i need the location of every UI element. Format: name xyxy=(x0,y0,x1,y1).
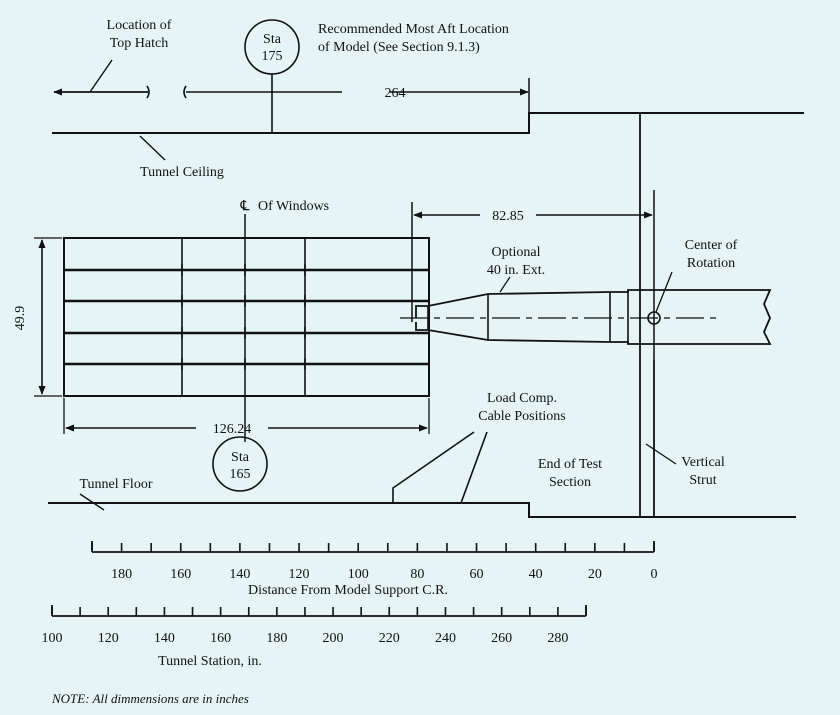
vertical-strut-label-2: Strut xyxy=(689,473,716,488)
optional-label-2: 40 in. Ext. xyxy=(487,263,545,278)
dim-126-label: 126.24 xyxy=(213,422,252,437)
scale-tick-label: 140 xyxy=(229,567,250,582)
end-test-label-2: Section xyxy=(549,475,591,490)
station-165-label-1: Sta xyxy=(231,450,250,465)
recommended-label-2: of Model (See Section 9.1.3) xyxy=(318,40,480,55)
sting-outline xyxy=(415,289,772,345)
scale-1-title: Distance From Model Support C.R. xyxy=(248,583,448,598)
tunnel-floor-label: Tunnel Floor xyxy=(79,477,152,492)
window-frame xyxy=(63,237,430,397)
tunnel-floor: Tunnel Floor Load Comp. Cable Positions … xyxy=(48,391,796,518)
scale-1-tick-labels: 180 160 140 120 100 80 60 40 20 0 xyxy=(111,567,657,582)
center-of-rotation-mark xyxy=(647,311,661,325)
scale-tick-label: 180 xyxy=(266,631,287,646)
scale-tick-label: 260 xyxy=(491,631,512,646)
dim-264-label: 264 xyxy=(385,86,406,101)
scale-tick-label: 240 xyxy=(435,631,456,646)
scale-2-tick-labels: 100 120 140 160 180 200 220 240 260 280 xyxy=(42,631,569,646)
scale-tick-label: 220 xyxy=(379,631,400,646)
scale-tick-label: 80 xyxy=(410,567,424,582)
optional-label-1: Optional xyxy=(492,245,541,260)
dim-49-9-label: 49.9 xyxy=(13,306,28,331)
cable-leader-1 xyxy=(392,431,475,503)
station-165: Sta 165 xyxy=(212,436,268,492)
top-hatch-label-2: Top Hatch xyxy=(110,36,169,51)
windows-centerline: ℄ Of Windows xyxy=(240,199,329,442)
dim-82-label: 82.85 xyxy=(492,209,524,224)
ceiling-line xyxy=(52,112,804,134)
scale-tick-label: 120 xyxy=(289,567,310,582)
scale-tunnel-station: 100 120 140 160 180 200 220 240 260 280 Tunnel St… xyxy=(42,605,587,669)
scale-tick-label: 100 xyxy=(348,567,369,582)
floor-line xyxy=(48,502,796,518)
scale-tick-label: 120 xyxy=(98,631,119,646)
vertical-strut-label-1: Vertical xyxy=(681,455,725,470)
cable-leader-2 xyxy=(460,431,488,504)
center-rotation-label-2: Rotation xyxy=(687,256,735,271)
scale-2-title: Tunnel Station, in. xyxy=(158,654,262,669)
scale-tick-label: 160 xyxy=(170,567,191,582)
station-165-circle xyxy=(212,436,268,492)
top-hatch-label-1: Location of xyxy=(107,18,172,33)
top-dimension-group: Location of Top Hatch 264 Sta 175 Recomm… xyxy=(53,18,530,133)
scale-tick-label: 280 xyxy=(547,631,568,646)
dim-82-85: 82.85 xyxy=(411,190,655,360)
ceiling-leader xyxy=(139,135,166,161)
model-support-sting: Optional 40 in. Ext. Center of Rotation xyxy=(400,238,772,345)
break-mark-right xyxy=(183,85,187,99)
station-175-circle xyxy=(244,19,300,75)
vertical-strut: Vertical Strut xyxy=(639,113,725,518)
test-section-windows xyxy=(63,237,430,397)
scale-tick-label: 180 xyxy=(111,567,132,582)
load-comp-label-2: Cable Positions xyxy=(478,409,566,424)
load-comp-label-1: Load Comp. xyxy=(487,391,557,406)
dim-49-9: 49.9 xyxy=(13,237,62,397)
scale-tick-label: 160 xyxy=(210,631,231,646)
centerline-symbol: ℄ xyxy=(240,199,250,214)
scale-tick-label: 40 xyxy=(529,567,543,582)
center-leader xyxy=(655,271,673,313)
break-mark-left xyxy=(146,85,150,99)
note-text: NOTE: All dimmensions are in inches xyxy=(51,691,249,706)
tunnel-ceiling-label: Tunnel Ceiling xyxy=(140,165,224,180)
dim-126-24: 126.24 xyxy=(63,398,430,437)
scale-tick-label: 0 xyxy=(651,567,658,582)
recommended-label-1: Recommended Most Aft Location xyxy=(318,22,509,37)
scale-tick-label: 20 xyxy=(588,567,602,582)
center-rotation-label-1: Center of xyxy=(685,238,738,253)
of-windows-label: Of Windows xyxy=(258,199,329,214)
hatch-leader xyxy=(89,59,113,93)
optional-leader xyxy=(499,276,511,293)
tunnel-ceiling: Tunnel Ceiling xyxy=(52,112,804,180)
scale-tick-label: 200 xyxy=(323,631,344,646)
station-175-label-1: Sta xyxy=(263,32,282,47)
window-crosses xyxy=(176,264,311,370)
scale-tick-label: 100 xyxy=(42,631,63,646)
strut-leader xyxy=(645,443,677,465)
scale-tick-label: 140 xyxy=(154,631,175,646)
end-test-label-1: End of Test xyxy=(538,457,602,472)
scale-2-ticks xyxy=(51,607,587,616)
scale-1-ticks xyxy=(91,543,655,552)
scale-model-support: 180 160 140 120 100 80 60 40 20 0 Distance From M… xyxy=(91,541,658,598)
floor-leader xyxy=(79,493,105,511)
scale-tick-label: 60 xyxy=(470,567,484,582)
station-165-label-2: 165 xyxy=(230,467,251,482)
station-175-label-2: 175 xyxy=(262,49,283,64)
